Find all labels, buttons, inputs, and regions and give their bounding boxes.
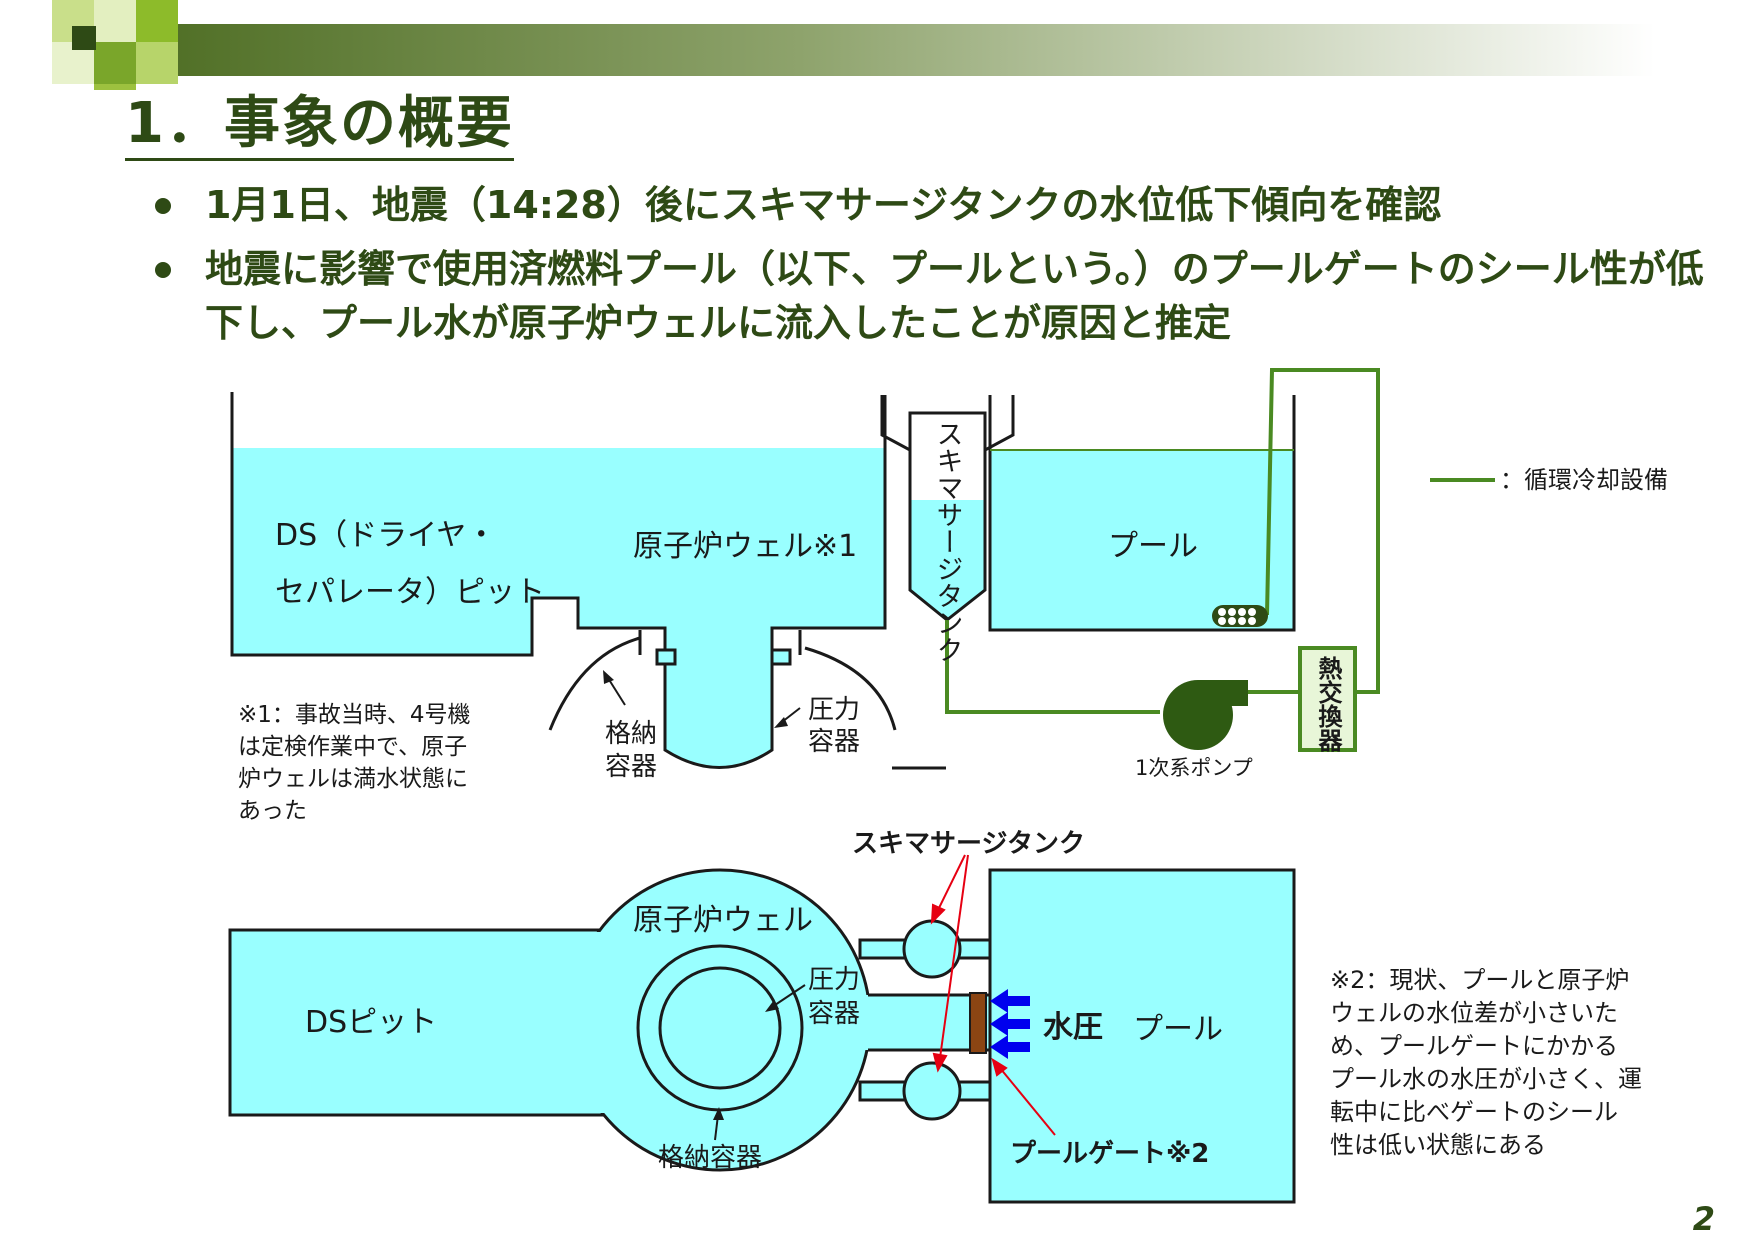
ds-pit-label-line1: DS（ドライヤ・ — [275, 518, 496, 553]
ds-pit-plan-label: DSピット — [305, 1005, 437, 1040]
vessel-flange-left — [655, 648, 677, 666]
note2-line: ※2：現状、プールと原子炉 — [1330, 966, 1629, 994]
note2-line: 転中に比べゲートのシール — [1330, 1098, 1618, 1126]
suction-pipe — [945, 620, 1160, 714]
legend-label: ：循環冷却設備 — [1500, 466, 1668, 494]
skimmer-tank-water — [910, 500, 985, 620]
note2-line: ウェルの水位差が小さいた — [1330, 999, 1618, 1027]
header-banner — [52, 0, 1655, 90]
containment-arc-right — [804, 646, 897, 731]
water-pressure-label: 水圧 — [1043, 1010, 1103, 1045]
pool-plan — [988, 868, 1296, 1204]
pool-water-top — [990, 450, 1294, 630]
page-title: 1．事象の概要 — [125, 92, 514, 161]
containment-plan-label: 格納容器 — [658, 1143, 762, 1173]
containment-label-1: 格納 — [605, 719, 657, 749]
note1-line: は定検作業中で、原子 — [238, 734, 467, 760]
skimmer-tank-plan-lower — [902, 1061, 962, 1121]
pressure-vessel-label-1: 圧力 — [808, 695, 860, 725]
pressure-vessel-label-2: 容器 — [808, 727, 860, 757]
note2-line: 性は低い状態にある — [1330, 1131, 1546, 1159]
heat-exchanger-label: 熱交換器 — [1314, 656, 1343, 752]
water-surface — [232, 448, 885, 452]
bullet-item: 1月1日、地震（14:28）後にスキマサージタンクの水位低下傾向を確認 — [155, 178, 1715, 232]
ds-pit-label-line2: セパレータ）ピット — [275, 575, 545, 610]
bullet-list: 1月1日、地震（14:28）後にスキマサージタンクの水位低下傾向を確認 地震に影… — [155, 178, 1715, 360]
pool-label-top: プール — [1108, 529, 1198, 564]
note2-line: プール水の水圧が小さく、運 — [1330, 1065, 1642, 1093]
page-number: 2 — [1692, 1200, 1715, 1238]
pressure-vessel-plan-label-2: 容器 — [808, 999, 860, 1029]
note1-line: あった — [238, 798, 307, 824]
pool-gate-label: プールゲート※2 — [1010, 1139, 1209, 1169]
containment-label-2: 容器 — [605, 752, 657, 782]
primary-pump-icon — [1163, 680, 1248, 750]
containment-arc-left — [548, 636, 641, 731]
bullet-item: 地震に影響で使用済燃料プール（以下、プールという。）のプールゲートのシール性が低… — [155, 242, 1715, 350]
reactor-well-plan-label: 原子炉ウェル — [633, 903, 813, 938]
return-pipe — [1265, 368, 1380, 694]
pool-plan-label: プール — [1133, 1012, 1223, 1047]
bullet-text: 地震に影響で使用済燃料プール（以下、プールという。）のプールゲートのシール性が低… — [205, 247, 1704, 345]
pump-label: 1次系ポンプ — [1135, 756, 1253, 780]
note1-line: ※1：事故当時、4号機 — [238, 702, 471, 728]
note2-line: め、プールゲートにかかる — [1330, 1032, 1618, 1060]
bullet-dot-icon — [155, 198, 171, 214]
pool-outline-top — [988, 395, 1296, 632]
skimmer-tank-red-label: スキマサージタンク — [852, 829, 1085, 859]
vessel-flange-right — [770, 648, 792, 666]
bullet-text: 1月1日、地震（14:28）後にスキマサージタンクの水位低下傾向を確認 — [205, 183, 1442, 227]
pressure-vessel-ring — [658, 966, 782, 1090]
ds-pit-and-well-water — [230, 448, 887, 769]
reactor-well-label: 原子炉ウェル※1 — [633, 529, 857, 564]
water-pressure-arrows-icon — [990, 989, 1030, 1059]
ds-well-join — [560, 932, 620, 1113]
bullet-dot-icon — [155, 262, 171, 278]
skimmer-tank-vertical-label: スキマサージタンク — [932, 420, 963, 663]
heat-exchanger-box — [1298, 646, 1357, 752]
pressure-vessel-plan-label-1: 圧力 — [808, 965, 860, 995]
note1-line: 炉ウェルは満水状態に — [238, 766, 468, 792]
ds-pit-plan — [228, 928, 612, 1117]
pool-gate — [969, 992, 987, 1054]
